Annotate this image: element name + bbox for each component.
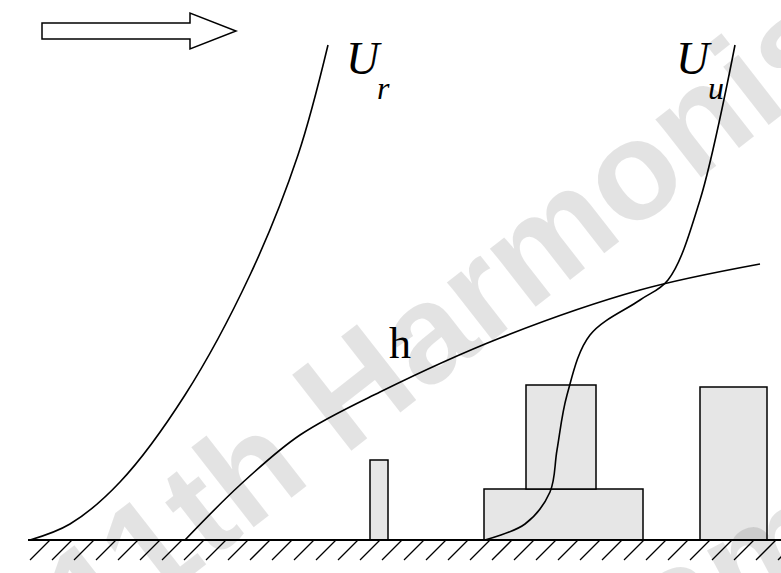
ground-hatching bbox=[74, 540, 94, 560]
velocity-subscript: r bbox=[377, 72, 389, 104]
velocity-subscript: u bbox=[708, 72, 724, 104]
ground-hatching bbox=[360, 540, 380, 560]
ground-hatching bbox=[294, 540, 314, 560]
velocity-symbol: U bbox=[676, 36, 709, 82]
watermark: Cam bbox=[520, 458, 781, 573]
height-label: h bbox=[389, 322, 411, 366]
building bbox=[526, 385, 596, 489]
wind-arrow bbox=[42, 13, 236, 49]
ground-hatching bbox=[448, 540, 468, 560]
ground-hatching bbox=[668, 540, 688, 560]
ground-hatching bbox=[426, 540, 446, 560]
ground-hatching bbox=[646, 540, 666, 560]
ground-line bbox=[28, 539, 781, 541]
ground-hatching bbox=[602, 540, 622, 560]
building bbox=[370, 460, 388, 540]
boundary-layer-height bbox=[185, 264, 760, 540]
ground-hatching bbox=[514, 540, 534, 560]
velocity-symbol: U bbox=[346, 36, 379, 82]
ground-hatching bbox=[52, 540, 72, 560]
ground-hatching bbox=[536, 540, 556, 560]
ground-hatching bbox=[30, 540, 50, 560]
ground-hatching bbox=[712, 540, 732, 560]
ground-hatching bbox=[316, 540, 336, 560]
ground-hatching bbox=[690, 540, 710, 560]
ground-hatching bbox=[778, 540, 781, 560]
ground-hatching bbox=[558, 540, 578, 560]
ground-hatching bbox=[338, 540, 358, 560]
ground-hatching bbox=[580, 540, 600, 560]
ground-hatching bbox=[228, 540, 248, 560]
ground-hatching bbox=[162, 540, 182, 560]
ground-hatching bbox=[734, 540, 754, 560]
ground-hatching bbox=[382, 540, 402, 560]
ground-hatching bbox=[404, 540, 424, 560]
rural-wind-profile bbox=[30, 45, 328, 540]
ground-hatching bbox=[96, 540, 116, 560]
ground-hatching bbox=[492, 540, 512, 560]
ground-hatching bbox=[250, 540, 270, 560]
ground-hatching bbox=[140, 540, 160, 560]
ground-hatching bbox=[118, 540, 138, 560]
building bbox=[700, 387, 767, 540]
ground-hatching bbox=[272, 540, 292, 560]
ground-hatching bbox=[184, 540, 204, 560]
urban-wind-profile bbox=[485, 45, 735, 540]
watermark: 11th Harmonis bbox=[20, 0, 781, 573]
ground-hatching bbox=[756, 540, 776, 560]
ground-hatching bbox=[624, 540, 644, 560]
ground-hatching bbox=[206, 540, 226, 560]
ground-hatching bbox=[470, 540, 490, 560]
